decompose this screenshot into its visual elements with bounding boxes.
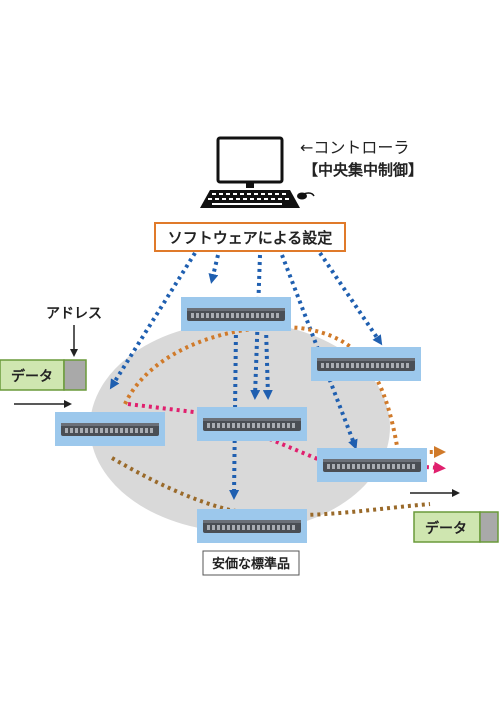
control-arrow-to-left-switch	[109, 251, 197, 390]
data-packet-out: データ	[413, 511, 499, 543]
switch-icon	[317, 448, 427, 482]
control-arrow-to-right-top-switch	[318, 251, 383, 346]
switch-icon	[181, 297, 291, 331]
flow-orange	[123, 325, 446, 458]
address-label: アドレス	[46, 306, 102, 322]
switch-icon	[311, 347, 421, 381]
computer-icon	[200, 136, 315, 208]
control-arrow-to-top-switch	[208, 254, 220, 284]
data-packet-out-label: データ	[425, 520, 467, 537]
switch-icon	[197, 407, 307, 441]
software-config-box: ソフトウェアによる設定	[154, 222, 346, 252]
controller-label: ←コントローラ	[300, 138, 409, 157]
switch-icon	[55, 412, 165, 446]
control-arrow-to-right-bottom-switch	[280, 254, 358, 450]
switch-icon	[197, 509, 307, 543]
controller-sublabel: 【中央集中制御】	[303, 161, 423, 179]
data-packet-in: データ	[0, 359, 87, 391]
flow-brown	[110, 456, 431, 518]
network-label: 安価な標準品	[212, 556, 290, 572]
software-label: ソフトウェアによる設定	[168, 229, 333, 247]
control-arrow-top-to-center	[262, 327, 273, 400]
network-caption: 安価な標準品	[202, 550, 300, 576]
data-packet-in-label: データ	[11, 368, 53, 385]
